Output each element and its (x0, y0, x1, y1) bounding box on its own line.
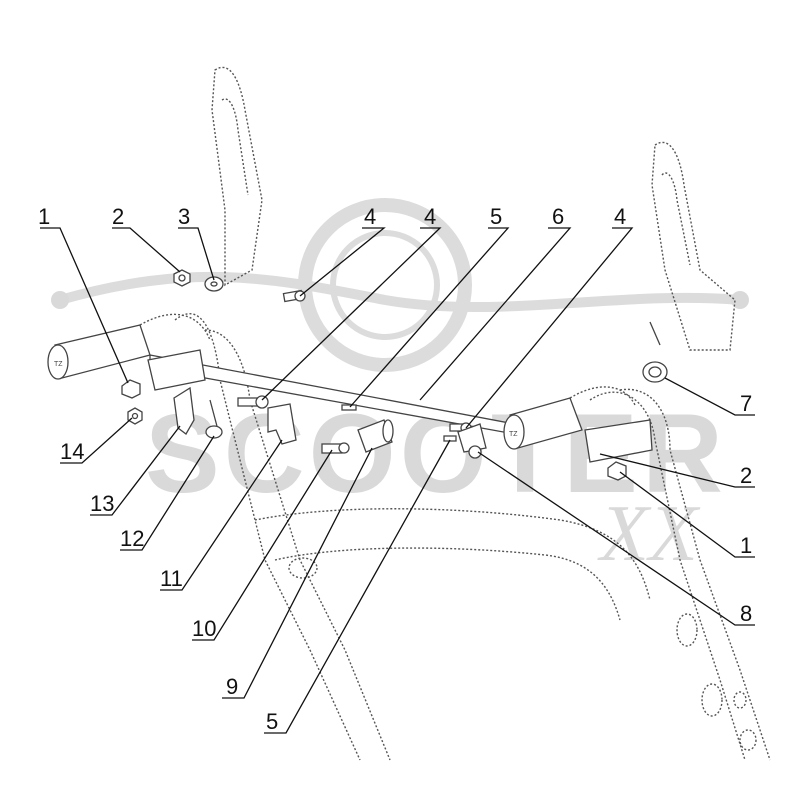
callout-2-left: 2 (112, 204, 124, 229)
scooter-frame (174, 66, 771, 761)
callout-2-right: 2 (740, 463, 752, 488)
callout-4-top: 4 (364, 204, 376, 229)
part-13-bracket (173, 386, 195, 435)
callout-13: 13 (90, 491, 114, 516)
part-10-bolt (321, 442, 350, 454)
leader-lines (40, 227, 755, 734)
callout-labels: 1 2 3 4 4 5 6 4 7 2 1 8 14 13 12 11 10 9… (38, 204, 752, 734)
right-grip: TZ (503, 386, 636, 450)
right-bracket-plate (584, 419, 653, 463)
callout-1-right: 1 (740, 533, 752, 558)
right-grip-marking: TZ (509, 431, 518, 438)
callout-7: 7 (740, 391, 752, 416)
part-1-nut-left (121, 379, 141, 399)
callout-14: 14 (60, 439, 84, 464)
part-2-nut-left (173, 269, 191, 287)
part-4-bolt-top (282, 289, 306, 303)
part-14-nut (127, 407, 143, 425)
callout-5-bottom: 5 (266, 709, 278, 734)
callout-12: 12 (120, 526, 144, 551)
left-bracket-plate (147, 349, 206, 391)
callout-6: 6 (552, 204, 564, 229)
callout-3: 3 (178, 204, 190, 229)
watermark: SCOOTER XX (51, 198, 749, 578)
callout-1-left: 1 (38, 204, 50, 229)
callout-4-right: 4 (614, 204, 626, 229)
part-7-spring (642, 321, 668, 383)
callout-9: 9 (226, 674, 238, 699)
part-12-spring (205, 399, 223, 439)
callout-11: 11 (160, 566, 183, 591)
part-3-washer (204, 276, 224, 292)
callout-5-top: 5 (490, 204, 502, 229)
callout-4-mid: 4 (424, 204, 436, 229)
part-11-clamp (267, 403, 297, 445)
callout-8: 8 (740, 601, 752, 626)
left-grip: TZ (47, 313, 211, 380)
part-9-sleeve (357, 419, 394, 453)
part-5-pin-a (341, 404, 357, 411)
callout-10: 10 (192, 616, 216, 641)
part-4-bolt-mid (237, 395, 269, 409)
small-parts (121, 269, 668, 481)
watermark-suffix: XX (597, 490, 701, 578)
left-grip-marking: TZ (54, 361, 63, 368)
part-8-bracket (457, 423, 487, 459)
